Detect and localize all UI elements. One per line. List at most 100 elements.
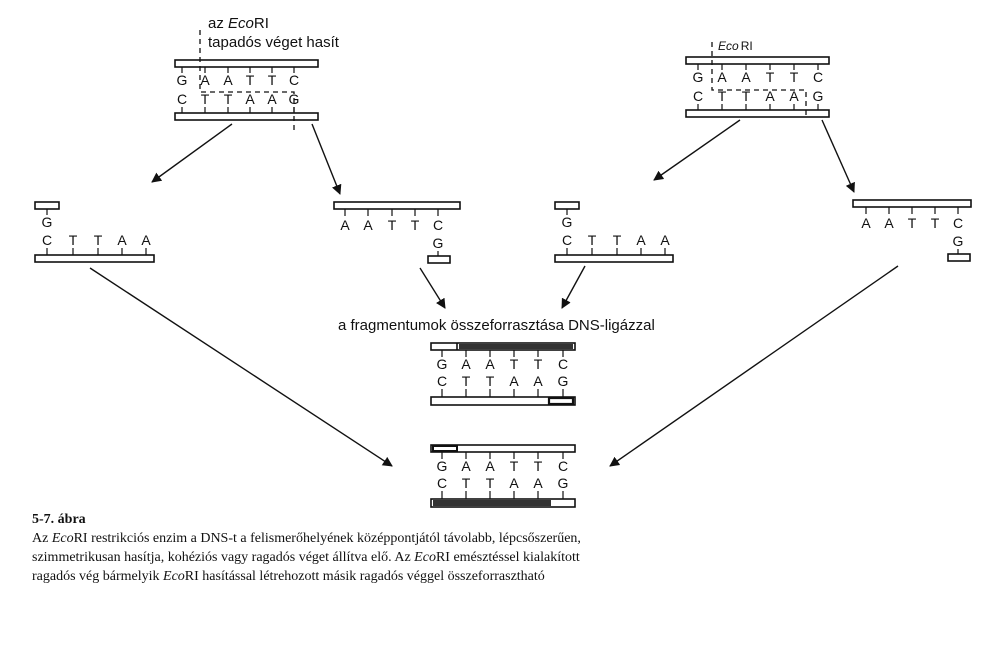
svg-text:A: A <box>884 215 894 231</box>
svg-text:T: T <box>411 217 420 233</box>
arrow-fragment4-to-product2 <box>609 265 899 467</box>
fragment-3: G C T T A A <box>554 201 674 263</box>
svg-text:T: T <box>201 91 210 107</box>
svg-text:A: A <box>717 69 727 85</box>
fragment-2: A A T T C G <box>333 201 461 264</box>
ligation-label: a fragmentumok összeforrasztása DNS-ligá… <box>338 317 655 334</box>
bottom-strand <box>174 112 319 121</box>
svg-text:T: T <box>69 232 78 248</box>
svg-text:G: G <box>953 233 964 249</box>
svg-text:T: T <box>718 88 727 104</box>
svg-text:C: C <box>437 475 447 491</box>
svg-text:A: A <box>509 373 519 389</box>
svg-text:T: T <box>462 373 471 389</box>
svg-text:A: A <box>245 91 255 107</box>
arrow-right-split-1 <box>653 119 741 181</box>
svg-text:T: T <box>534 356 543 372</box>
caption-line-2: szimmetrikusan hasítja, kohéziós vagy ra… <box>32 550 580 565</box>
cut-note-line1: az EcoRI <box>208 15 269 32</box>
svg-text:C: C <box>693 88 703 104</box>
svg-text:G: G <box>558 373 569 389</box>
svg-text:A: A <box>141 232 151 248</box>
svg-text:T: T <box>486 475 495 491</box>
svg-text:T: T <box>790 69 799 85</box>
bottom-ticks <box>697 104 819 110</box>
svg-text:A: A <box>485 356 495 372</box>
svg-text:G: G <box>433 235 444 251</box>
svg-text:T: T <box>931 215 940 231</box>
cut-line <box>199 30 295 130</box>
svg-text:G: G <box>437 458 448 474</box>
svg-text:A: A <box>509 475 519 491</box>
svg-text:T: T <box>388 217 397 233</box>
caption-line-3: ragadós vég bármelyik EcoRI hasítással l… <box>32 569 545 584</box>
svg-text:T: T <box>268 72 277 88</box>
svg-text:C: C <box>558 458 568 474</box>
top-strand <box>685 56 830 65</box>
fragment-4: A A T T C G <box>852 199 972 262</box>
top-strand <box>174 59 319 68</box>
svg-text:G: G <box>693 69 704 85</box>
svg-text:C: C <box>813 69 823 85</box>
bottom-strand <box>685 109 830 118</box>
svg-text:C: C <box>558 356 568 372</box>
svg-text:A: A <box>363 217 373 233</box>
top-ticks <box>697 64 819 70</box>
svg-text:T: T <box>510 458 519 474</box>
svg-text:T: T <box>510 356 519 372</box>
figure-number: 5-7. ábra <box>32 512 86 527</box>
bottom-ticks <box>181 107 295 113</box>
svg-text:G: G <box>42 214 53 230</box>
svg-text:C: C <box>953 215 963 231</box>
svg-text:A: A <box>861 215 871 231</box>
svg-text:C: C <box>289 72 299 88</box>
svg-text:C: C <box>42 232 52 248</box>
svg-text:G: G <box>562 214 573 230</box>
svg-text:A: A <box>789 88 799 104</box>
svg-text:A: A <box>765 88 775 104</box>
svg-text:T: T <box>908 215 917 231</box>
arrow-left-split-1 <box>151 123 233 183</box>
svg-text:T: T <box>94 232 103 248</box>
cut-note-line2: tapadós véget hasít <box>208 34 340 51</box>
svg-text:T: T <box>588 232 597 248</box>
svg-text:C: C <box>437 373 447 389</box>
svg-text:A: A <box>223 72 233 88</box>
svg-text:A: A <box>485 458 495 474</box>
svg-text:A: A <box>461 458 471 474</box>
svg-text:G: G <box>437 356 448 372</box>
svg-text:G: G <box>558 475 569 491</box>
svg-text:G: G <box>813 88 824 104</box>
svg-text:A: A <box>741 69 751 85</box>
svg-text:T: T <box>462 475 471 491</box>
svg-text:A: A <box>660 232 670 248</box>
caption-line-1: Az EcoRI restrikciós enzim a DNS-t a fel… <box>32 531 581 546</box>
top-ticks <box>181 67 295 73</box>
svg-text:A: A <box>636 232 646 248</box>
svg-text:A: A <box>117 232 127 248</box>
svg-text:T: T <box>742 88 751 104</box>
svg-text:A: A <box>267 91 277 107</box>
figure-caption: 5-7. ábra Az EcoRI restrikciós enzim a D… <box>32 510 972 586</box>
svg-text:C: C <box>562 232 572 248</box>
svg-text:C: C <box>177 91 187 107</box>
svg-text:T: T <box>486 373 495 389</box>
cut-line <box>711 42 807 116</box>
svg-text:T: T <box>766 69 775 85</box>
svg-text:T: T <box>224 91 233 107</box>
arrow-left-split-2 <box>311 123 342 195</box>
svg-text:A: A <box>533 373 543 389</box>
arrow-right-split-2 <box>821 119 855 193</box>
arrow-fragment1-to-product2 <box>89 267 393 467</box>
